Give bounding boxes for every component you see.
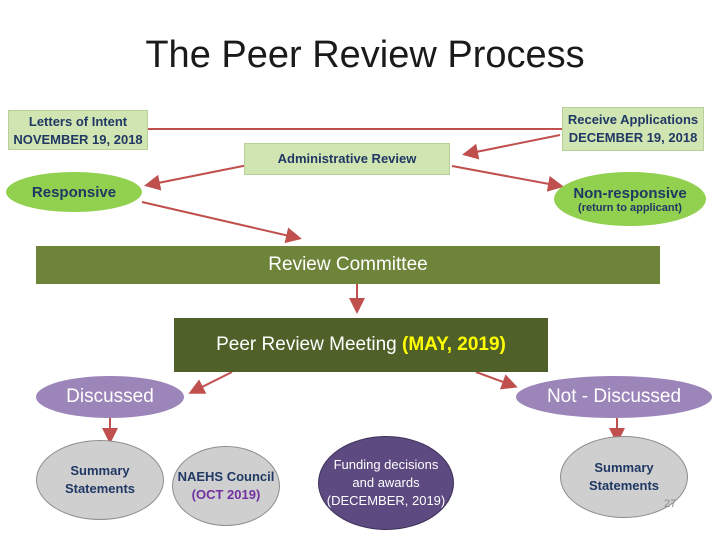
- summary-statements-left-line2: Statements: [64, 481, 136, 496]
- peer-review-meeting-label: Peer Review Meeting: [216, 334, 402, 355]
- page-number: 27: [664, 498, 677, 510]
- naehs-council-line1: NAEHS Council: [177, 469, 275, 484]
- naehs-council-ellipse: NAEHS Council (OCT 2019): [172, 446, 280, 526]
- receive-applications-label: Receive Applications: [567, 112, 699, 127]
- letters-of-intent-box: Letters of Intent NOVEMBER 19, 2018: [8, 110, 148, 150]
- letters-of-intent-label: Letters of Intent: [28, 114, 128, 129]
- funding-line3: (DECEMBER, 2019): [326, 493, 446, 508]
- arrow-meeting-to-discussed: [188, 371, 233, 394]
- naehs-council-line2: (OCT 2019): [191, 487, 261, 502]
- receive-applications-box: Receive Applications DECEMBER 19, 2018: [562, 107, 704, 151]
- discussed-label: Discussed: [66, 386, 154, 407]
- responsive-ellipse: Responsive: [6, 172, 142, 212]
- arrow-responsive-to-committee: [141, 201, 302, 244]
- not-discussed-ellipse: Not - Discussed: [516, 376, 712, 418]
- arrow-meeting-to-notdiscussed: [475, 371, 518, 390]
- discussed-ellipse: Discussed: [36, 376, 184, 418]
- summary-statements-right-ellipse: Summary Statements: [560, 436, 688, 518]
- arrow-admin-to-responsive: [144, 164, 249, 191]
- responsive-label: Responsive: [31, 183, 117, 201]
- non-responsive-label: Non-responsive: [573, 184, 687, 202]
- review-committee-label: Review Committee: [268, 254, 428, 275]
- non-responsive-note: (return to applicant): [578, 201, 682, 214]
- non-responsive-ellipse: Non-responsive (return to applicant): [554, 172, 706, 226]
- summary-statements-left-ellipse: Summary Statements: [36, 440, 164, 520]
- funding-line1: Funding decisions: [333, 457, 439, 472]
- administrative-review-label: Administrative Review: [277, 151, 417, 166]
- summary-statements-right-line2: Statements: [588, 478, 660, 493]
- review-committee-bar: Review Committee: [36, 246, 660, 284]
- funding-line2: and awards: [352, 475, 420, 490]
- summary-statements-left-line1: Summary: [70, 463, 130, 478]
- funding-decisions-ellipse: Funding decisions and awards (DECEMBER, …: [318, 436, 454, 530]
- arrow-receive-to-admin: [462, 134, 561, 160]
- summary-statements-right-line1: Summary: [594, 460, 654, 475]
- arrow-admin-to-nonresponsive: [451, 165, 564, 192]
- peer-review-meeting-bar: Peer Review Meeting (MAY, 2019): [174, 318, 548, 372]
- peer-review-meeting-date: (MAY, 2019): [402, 334, 506, 355]
- letters-of-intent-date: NOVEMBER 19, 2018: [13, 132, 143, 147]
- not-discussed-label: Not - Discussed: [546, 386, 682, 407]
- page-title: The Peer Review Process: [145, 34, 585, 76]
- receive-applications-date: DECEMBER 19, 2018: [568, 130, 698, 145]
- administrative-review-box: Administrative Review: [244, 143, 450, 175]
